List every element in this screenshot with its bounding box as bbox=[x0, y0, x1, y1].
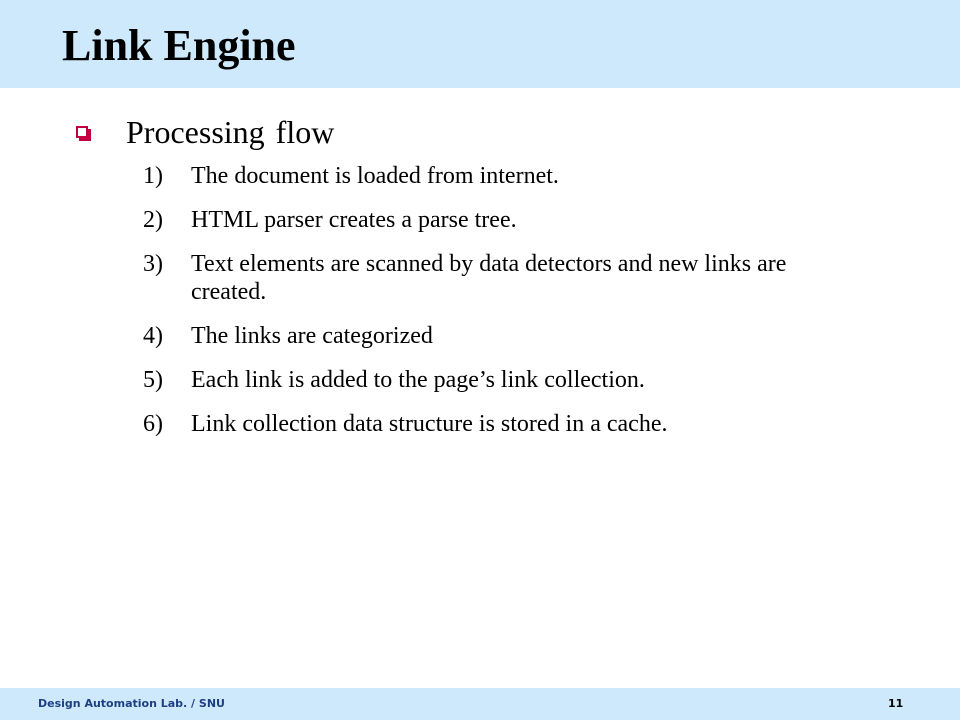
step-number: 1) bbox=[143, 163, 163, 189]
step-text: HTML parser creates a parse tree. bbox=[191, 207, 517, 233]
list-item: 3) Text elements are scanned by data det… bbox=[143, 250, 863, 306]
step-text: The document is loaded from internet. bbox=[191, 163, 559, 189]
section-heading: Processing flow bbox=[126, 114, 335, 150]
page-number: 11 bbox=[888, 697, 904, 710]
square-bullet-icon bbox=[76, 126, 91, 141]
list-item: 4) The links are categorized bbox=[143, 322, 863, 350]
step-number: 3) bbox=[143, 251, 163, 277]
list-item: 1) The document is loaded from internet. bbox=[143, 162, 863, 190]
step-number: 6) bbox=[143, 411, 163, 437]
step-number: 5) bbox=[143, 367, 163, 393]
step-text: Text elements are scanned by data detect… bbox=[191, 251, 787, 305]
step-list: 1) The document is loaded from internet.… bbox=[143, 162, 863, 454]
section-bullet: Processing flow bbox=[76, 112, 334, 152]
list-item: 6) Link collection data structure is sto… bbox=[143, 410, 863, 438]
footer-band bbox=[0, 688, 960, 720]
step-number: 2) bbox=[143, 207, 163, 233]
step-text: Link collection data structure is stored… bbox=[191, 411, 668, 437]
header-band bbox=[0, 0, 960, 88]
step-text: The links are categorized bbox=[191, 323, 433, 349]
slide-title: Link Engine bbox=[62, 21, 296, 70]
list-item: 2) HTML parser creates a parse tree. bbox=[143, 206, 863, 234]
step-number: 4) bbox=[143, 323, 163, 349]
step-text: Each link is added to the page’s link co… bbox=[191, 367, 645, 393]
list-item: 5) Each link is added to the page’s link… bbox=[143, 366, 863, 394]
footer-org: Design Automation Lab. / SNU bbox=[38, 697, 225, 710]
